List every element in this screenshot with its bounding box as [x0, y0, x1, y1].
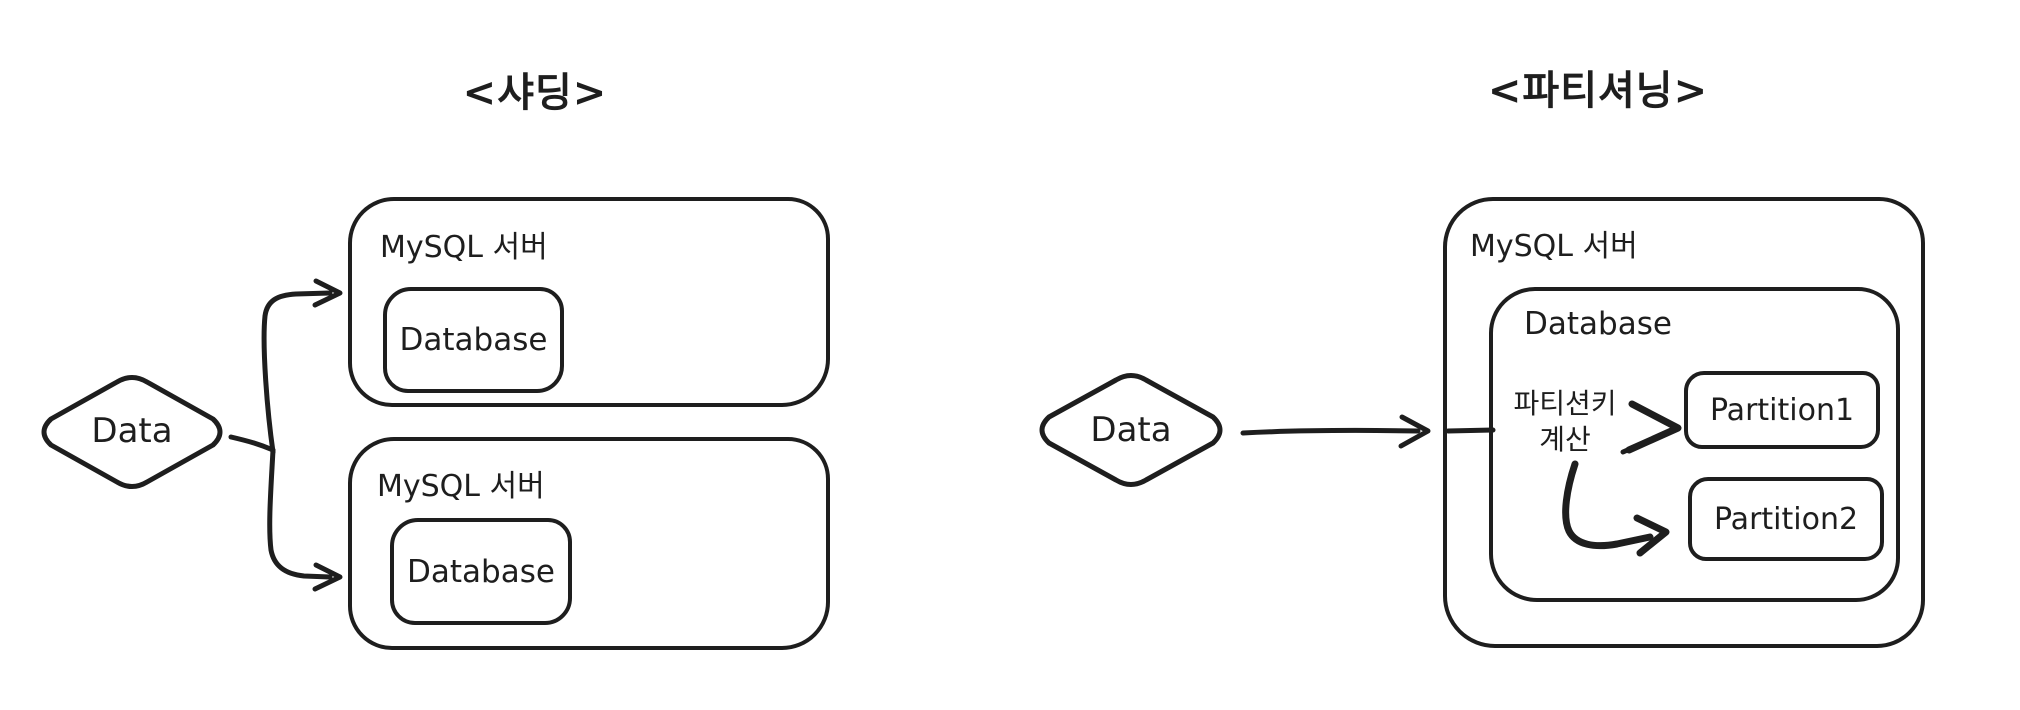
right-mysql-server-label: MySQL 서버: [1470, 229, 1638, 264]
left-database-2-box: Database: [390, 518, 572, 625]
left-diagram-title: <샤딩>: [462, 70, 608, 116]
left-mysql-server-1-box: [348, 197, 830, 407]
left-database-1-label: Database: [399, 322, 548, 358]
left-database-1-box: Database: [383, 287, 564, 393]
left-data-node-label: Data: [91, 411, 173, 451]
left-mysql-server-2-label: MySQL 서버: [377, 469, 545, 504]
right-partition-key-line1: 파티션키: [1513, 387, 1617, 420]
right-database-box: [1489, 287, 1900, 602]
right-partition-2-box: Partition2: [1688, 477, 1884, 561]
right-database-label: Database: [1524, 306, 1672, 342]
left-arrow-bottom-head: [312, 562, 343, 592]
right-partition-key-label: 파티션키 계산: [1500, 386, 1630, 458]
right-partition-key-line2: 계산: [1539, 423, 1591, 456]
right-partition-1-label: Partition1: [1709, 392, 1855, 428]
left-connector-stem: [228, 434, 276, 453]
left-database-2-label: Database: [407, 553, 555, 590]
right-data-node-label: Data: [1090, 410, 1172, 450]
left-arrow-top-shaft: [261, 290, 333, 455]
left-mysql-server-2-box: [348, 437, 830, 650]
right-partition-1-box: Partition1: [1684, 371, 1880, 449]
right-main-arrow-head: [1398, 414, 1431, 449]
right-partition-2-label: Partition2: [1713, 501, 1859, 537]
right-mysql-server-box: [1443, 197, 1925, 648]
left-arrow-top-head: [312, 278, 343, 308]
right-main-arrow-shaft: [1240, 427, 1421, 436]
right-diagram-title: <파티셔닝>: [1487, 68, 1709, 114]
left-arrow-bottom-shaft: [267, 447, 333, 580]
left-mysql-server-1-label: MySQL 서버: [380, 230, 548, 265]
